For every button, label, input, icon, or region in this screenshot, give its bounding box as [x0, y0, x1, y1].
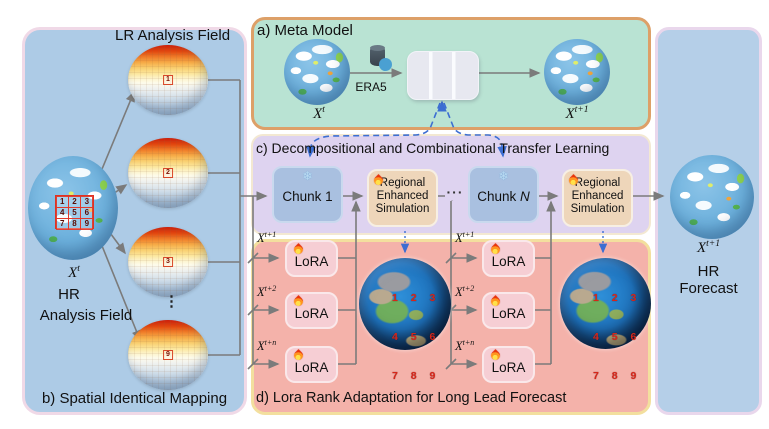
globe-dot-icon — [379, 58, 392, 71]
sphere-number-chip: 2 — [163, 168, 173, 178]
x-t2-label-left: Xt+2 — [257, 283, 277, 299]
regional-enhanced-simulation-box-1: Regional Enhanced Simulation — [367, 169, 438, 227]
spatial-mapping-caption: b) Spatial Identical Mapping — [41, 390, 228, 407]
lora-label: LoRA — [491, 360, 526, 375]
regional-enhanced-simulation-box-2: Regional Enhanced Simulation — [562, 169, 633, 227]
lora-box-6: LoRA — [482, 346, 535, 383]
x-t1-label-right: Xt+1 — [455, 229, 475, 245]
dashed-model-to-chunkN — [443, 102, 507, 158]
chunk-n-label: Chunk N — [477, 189, 530, 204]
earth-grid-numbers-1: 1 2 3 4 5 6 7 8 9 — [392, 292, 441, 382]
hr-forecast-earth — [670, 155, 754, 239]
chunk-1-label: Chunk 1 — [282, 189, 333, 204]
x-t1-label-left: Xt+1 — [257, 229, 277, 245]
era5-database-icon — [370, 45, 396, 72]
grid-cell: 8 — [67, 217, 82, 230]
x-t2-label-right: Xt+2 — [455, 283, 475, 299]
meta-input-label: Xt — [313, 104, 325, 122]
snowflake-icon: ❄ — [302, 169, 313, 183]
arrow-to-lora-3 — [247, 359, 278, 369]
spatial-mapping-content: LR Analysis Field 1 2 3 9 ⋮ 1 2 3 4 5 6 … — [22, 27, 247, 415]
earth-grid-numbers-2: 1 2 3 4 5 6 7 8 9 — [593, 292, 642, 382]
lora-title: d) Lora Rank Adaptation for Long Lead Fo… — [256, 390, 567, 406]
regional-earth-2 — [560, 258, 651, 349]
regional-earth-1 — [359, 258, 451, 350]
arrow-to-lora-2 — [247, 305, 278, 315]
lora-box-1: LoRA — [285, 240, 338, 277]
lr-analysis-field-title: LR Analysis Field — [115, 27, 231, 44]
transfer-learning-content: c) Decompositional and Combinational Tra… — [251, 134, 651, 235]
sphere-number-chip: 3 — [163, 257, 173, 267]
hr-label-line1: HR — [58, 286, 80, 303]
sphere-number-chip: 9 — [163, 350, 173, 360]
era5-label: ERA5 — [355, 80, 387, 94]
vertical-ellipsis: ⋮ — [164, 293, 179, 310]
res-label-1: Regional Enhanced Simulation — [375, 177, 430, 216]
meta-input-earth — [284, 39, 350, 105]
hr-forecast-content: Xt+1 HR Forecast — [655, 27, 762, 415]
forecast-xt1-label: Xt+1 — [696, 238, 721, 256]
horizontal-ellipsis: ··· — [445, 184, 465, 200]
hr-grid-overlay: 1 2 3 4 5 6 7 8 9 — [55, 195, 94, 230]
lora-box-5: LoRA — [482, 292, 535, 329]
meta-model-box — [407, 51, 479, 100]
arrow-to-lora-1 — [247, 253, 278, 263]
x-tn-label-right: Xt+n — [455, 337, 475, 353]
hr-label-line2: Analysis Field — [39, 307, 133, 324]
blue-connectors — [306, 100, 608, 254]
meta-output-earth — [544, 39, 610, 105]
lora-label: LoRA — [491, 254, 526, 269]
lr-sphere-3: 3 — [128, 227, 208, 297]
lora-box-4: LoRA — [482, 240, 535, 277]
arrow-to-lora-4 — [445, 253, 476, 263]
lora-out-left — [338, 257, 356, 365]
lr-sphere-9: 9 — [128, 320, 208, 390]
lora-label: LoRA — [294, 254, 329, 269]
chunk-n-box: ❄ Chunk N — [468, 166, 539, 223]
sphere-number-chip: 1 — [163, 75, 173, 85]
x-tn-label-left: Xt+n — [257, 337, 277, 353]
forecast-label-line2: Forecast — [679, 280, 738, 297]
lora-out-right — [535, 257, 551, 365]
dashed-model-to-chunk1 — [306, 102, 441, 158]
grid-cell: 7 — [55, 217, 69, 230]
lora-label: LoRA — [491, 306, 526, 321]
lora-adaptation-content: Xt+1 Xt+2 Xt+n LoRA LoRA LoRA 1 2 3 4 5 … — [251, 230, 651, 415]
hr-analysis-earth — [28, 156, 118, 260]
meta-output-label: Xt+1 — [565, 104, 589, 122]
lr-sphere-1: 1 — [128, 45, 208, 115]
lr-sphere-2: 2 — [128, 138, 208, 208]
meta-model-content: a) Meta Model Xt ERA5 Xt+1 — [251, 17, 651, 130]
chunk-1-box: ❄ Chunk 1 — [272, 166, 343, 223]
grid-cell: 9 — [80, 217, 94, 230]
forecast-label-line1: HR — [697, 263, 720, 280]
meta-model-title: a) Meta Model — [257, 22, 353, 39]
res-label-2: Regional Enhanced Simulation — [570, 177, 625, 216]
grid-cell: 3 — [80, 195, 94, 208]
transfer-learning-title: c) Decompositional and Combinational Tra… — [256, 140, 610, 156]
xt-label-left: Xt — [68, 263, 80, 281]
lora-box-3: LoRA — [285, 346, 338, 383]
snowflake-icon: ❄ — [498, 169, 509, 183]
lora-box-2: LoRA — [285, 292, 338, 329]
arrow-to-lora-6 — [445, 359, 476, 369]
sphere-collector-line — [208, 79, 241, 356]
lora-label: LoRA — [294, 306, 329, 321]
lora-label: LoRA — [294, 360, 329, 375]
